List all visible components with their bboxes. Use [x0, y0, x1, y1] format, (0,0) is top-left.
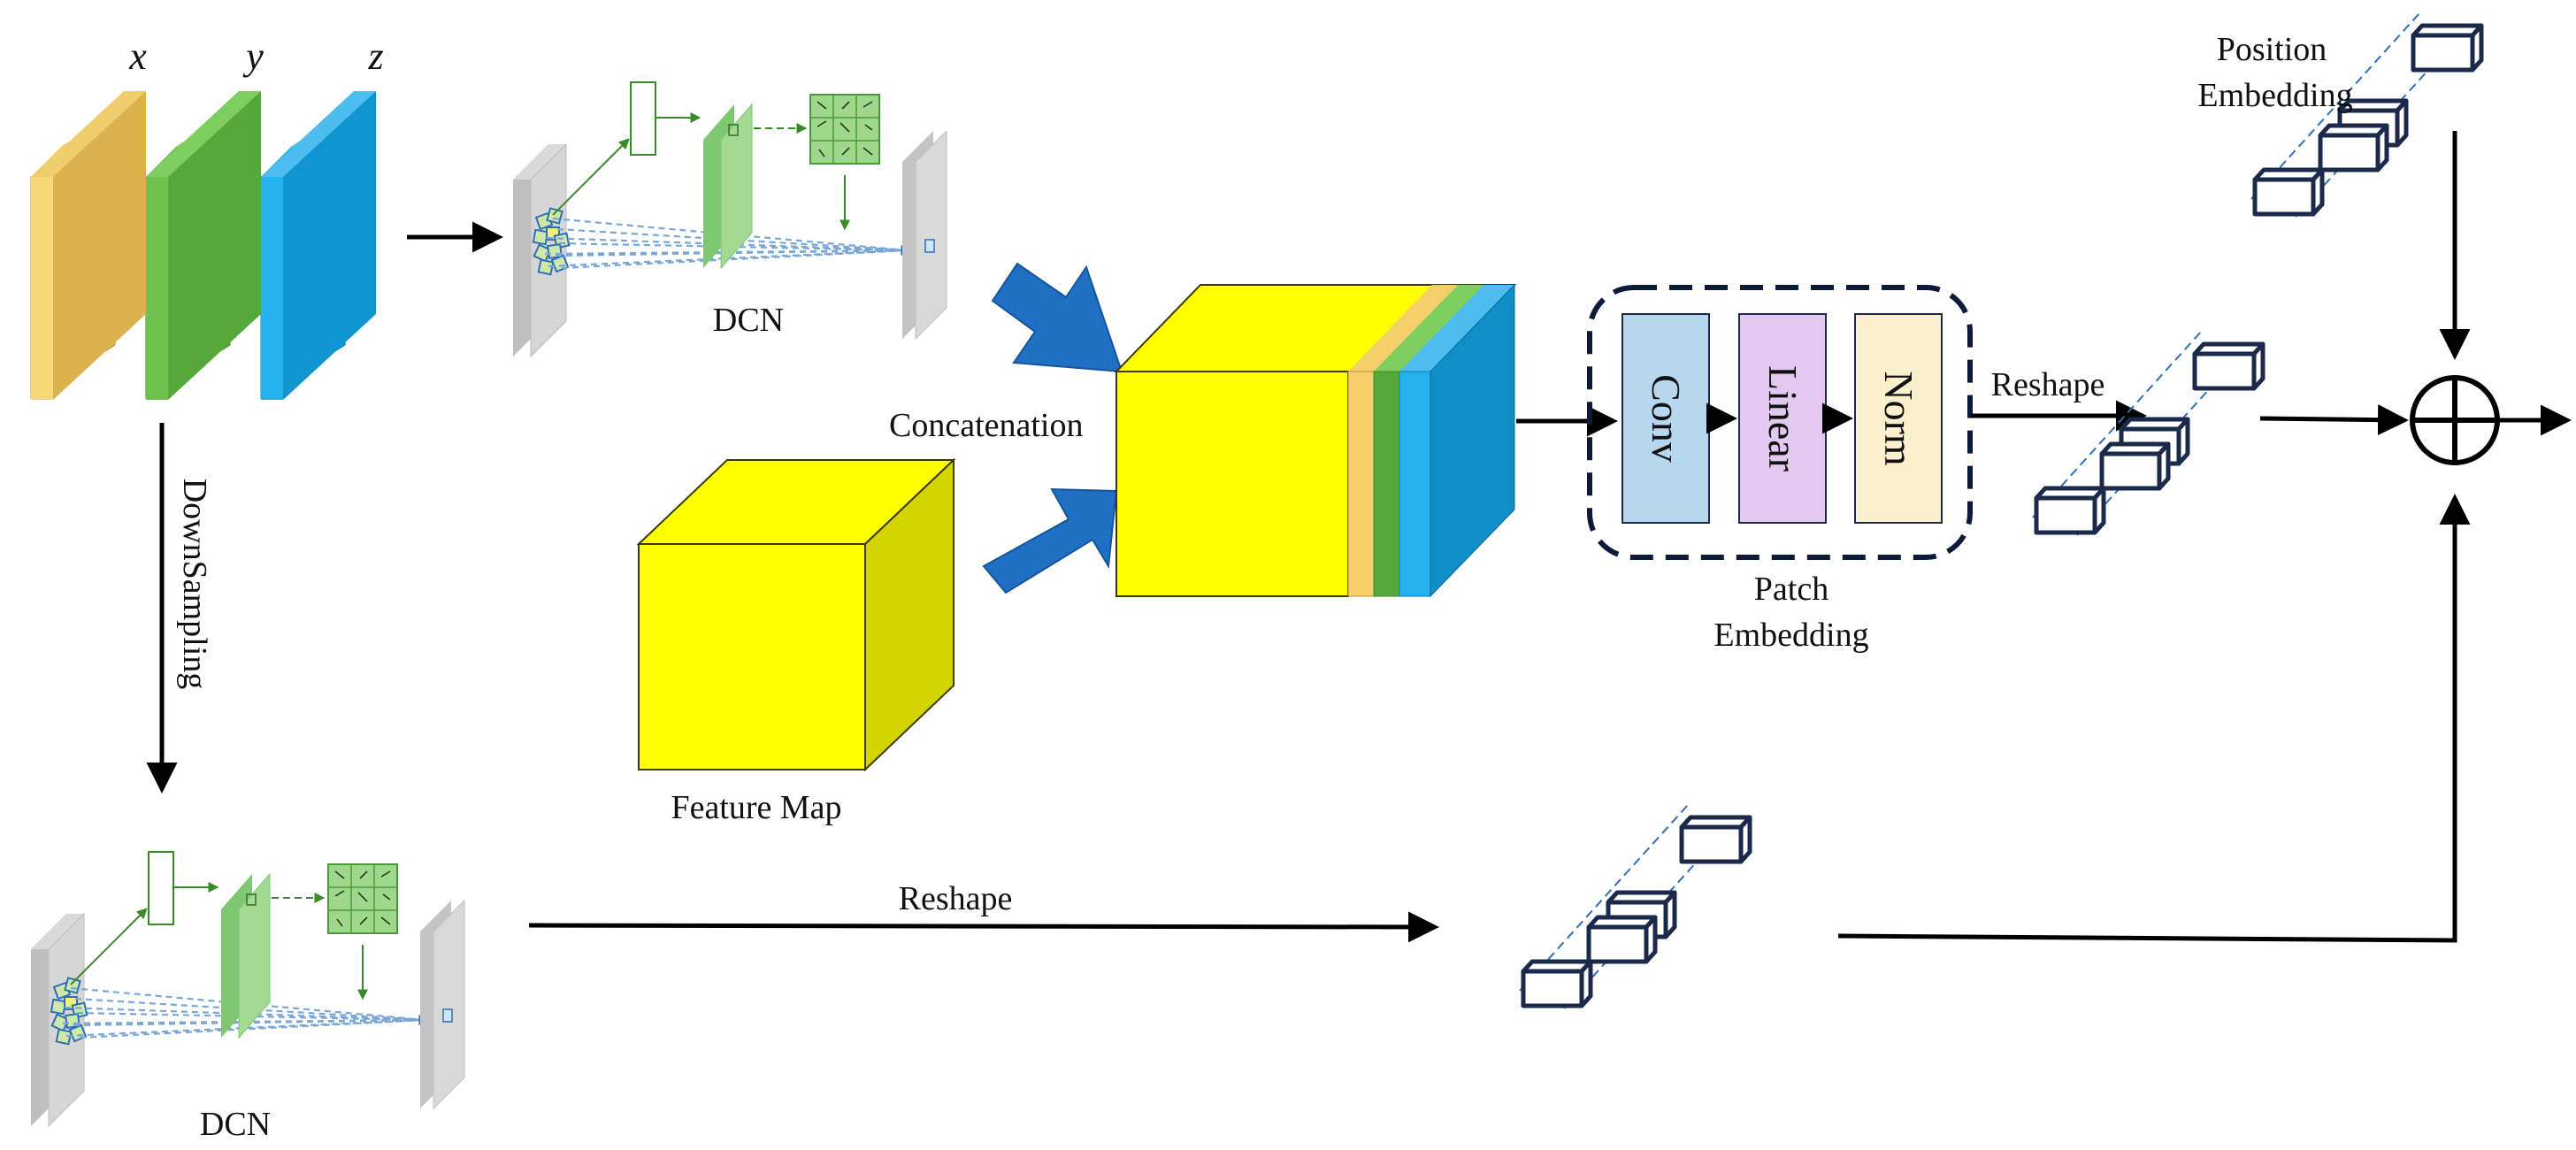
- dcn-token-sequence: [1520, 805, 1750, 1008]
- reshape-bottom-arrow: [528, 911, 1439, 943]
- dcn-bottom-label: DCN: [200, 1106, 271, 1143]
- concatenated-feature: [1114, 283, 1517, 598]
- conv-block: Conv: [1622, 313, 1710, 524]
- patch-embedding-label-line1: Patch: [1754, 571, 1828, 608]
- input-y-slab: [146, 91, 261, 400]
- input-volumes: x y z: [30, 34, 384, 400]
- input-z-slab: [261, 91, 376, 400]
- dcn-top-label: DCN: [713, 302, 784, 339]
- conv-label: Conv: [1644, 374, 1689, 463]
- dcn-module-bottom: [31, 852, 464, 1126]
- patch-token-sequence: [2033, 332, 2263, 535]
- concatenation-label: Concatenation: [889, 407, 1083, 444]
- input-x-slab: [31, 91, 146, 400]
- patch-embedding-border: [1587, 285, 1973, 560]
- concat-arrow-from-feature-map: [982, 487, 1118, 594]
- feature-map-cube: [636, 457, 956, 772]
- dcn-tokens-to-add-connector: [1837, 494, 2471, 943]
- linear-label: Linear: [1760, 365, 1806, 472]
- position-embedding-label-line1: Position: [2217, 31, 2327, 68]
- reshape-bottom-label: Reshape: [899, 880, 1013, 917]
- downsampling-label: DownSampling: [176, 479, 213, 690]
- position-embedding-label-line2: Embedding: [2197, 77, 2352, 114]
- patch-embedding-group: Conv Linear Norm: [1587, 285, 1973, 560]
- concat-arrow-from-dcn: [991, 262, 1123, 373]
- reshape-top-label: Reshape: [1991, 366, 2105, 403]
- linear-block: Linear: [1738, 313, 1827, 524]
- label-y: y: [242, 34, 264, 78]
- patch-tokens-to-add-arrow: [2259, 404, 2409, 436]
- label-x: x: [128, 34, 147, 78]
- patch-embedding-label-line2: Embedding: [1714, 617, 1868, 654]
- norm-label: Norm: [1876, 371, 1921, 466]
- feature-map-label: Feature Map: [671, 789, 841, 826]
- label-z: z: [367, 34, 383, 78]
- norm-block: Norm: [1854, 313, 1943, 524]
- add-operator: [2410, 375, 2500, 465]
